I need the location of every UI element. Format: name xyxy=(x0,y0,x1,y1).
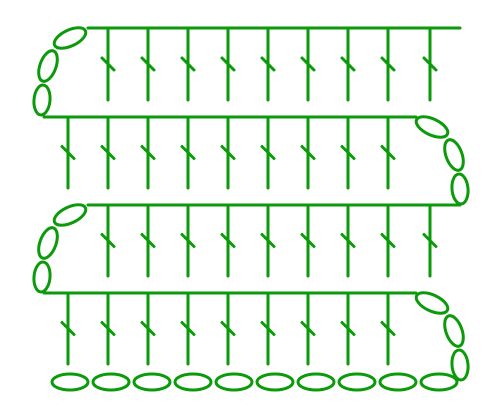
stitch-row-1 xyxy=(32,26,462,117)
chain-stitch-oval xyxy=(52,203,88,227)
double-crochet-slash xyxy=(300,56,316,72)
double-crochet-slash xyxy=(140,233,156,248)
chain-stitch-oval xyxy=(443,138,465,172)
double-crochet-slash xyxy=(380,233,396,248)
chain-stitch-oval xyxy=(450,348,470,382)
double-crochet-slash xyxy=(180,233,196,248)
double-crochet-slash xyxy=(100,145,116,160)
stitch-row-4 xyxy=(42,291,470,382)
double-crochet-slash xyxy=(340,145,356,160)
chain-stitch-oval xyxy=(214,372,254,392)
chain-stitch-oval xyxy=(414,291,450,315)
stitch-row-3 xyxy=(32,203,462,294)
chain-stitch-oval xyxy=(52,26,88,50)
double-crochet-slash xyxy=(340,233,356,248)
double-crochet-slash xyxy=(60,145,76,160)
double-crochet-slash xyxy=(380,145,396,160)
double-crochet-slash xyxy=(260,145,276,160)
chain-stitch-oval xyxy=(91,372,131,392)
double-crochet-slash xyxy=(220,145,236,160)
double-crochet-slash xyxy=(180,321,196,336)
double-crochet-slash xyxy=(220,321,236,336)
stitch-row-2 xyxy=(42,115,470,206)
double-crochet-slash xyxy=(380,56,396,72)
double-crochet-slash xyxy=(140,56,156,72)
double-crochet-slash xyxy=(422,233,438,248)
double-crochet-slash xyxy=(180,145,196,160)
chain-stitch-oval xyxy=(132,372,172,392)
double-crochet-slash xyxy=(340,56,356,72)
double-crochet-slash xyxy=(260,56,276,72)
double-crochet-slash xyxy=(300,233,316,248)
double-crochet-slash xyxy=(300,321,316,336)
double-crochet-slash xyxy=(60,321,76,336)
double-crochet-slash xyxy=(260,233,276,248)
foundation-chain xyxy=(50,372,459,392)
chain-stitch-oval xyxy=(37,49,59,83)
chain-stitch-oval xyxy=(419,372,459,392)
double-crochet-slash xyxy=(380,321,396,336)
chain-stitch-oval xyxy=(378,372,418,392)
double-crochet-slash xyxy=(140,321,156,336)
double-crochet-slash xyxy=(340,321,356,336)
chain-stitch-oval xyxy=(32,83,52,117)
chain-stitch-oval xyxy=(173,372,213,392)
chain-stitch-oval xyxy=(32,260,52,294)
chain-stitch-oval xyxy=(50,372,90,392)
double-crochet-slash xyxy=(300,145,316,160)
chain-stitch-oval xyxy=(414,115,450,139)
double-crochet-slash xyxy=(220,56,236,72)
chain-stitch-oval xyxy=(255,372,295,392)
double-crochet-slash xyxy=(100,56,116,72)
double-crochet-slash xyxy=(180,56,196,72)
chain-stitch-oval xyxy=(337,372,377,392)
double-crochet-slash xyxy=(140,145,156,160)
double-crochet-slash xyxy=(220,233,236,248)
chain-stitch-oval xyxy=(37,226,59,260)
chain-stitch-oval xyxy=(443,314,465,348)
chain-stitch-oval xyxy=(450,172,470,206)
double-crochet-slash xyxy=(422,56,438,72)
double-crochet-slash xyxy=(100,233,116,248)
chain-stitch-oval xyxy=(296,372,336,392)
double-crochet-slash xyxy=(100,321,116,336)
double-crochet-slash xyxy=(260,321,276,336)
